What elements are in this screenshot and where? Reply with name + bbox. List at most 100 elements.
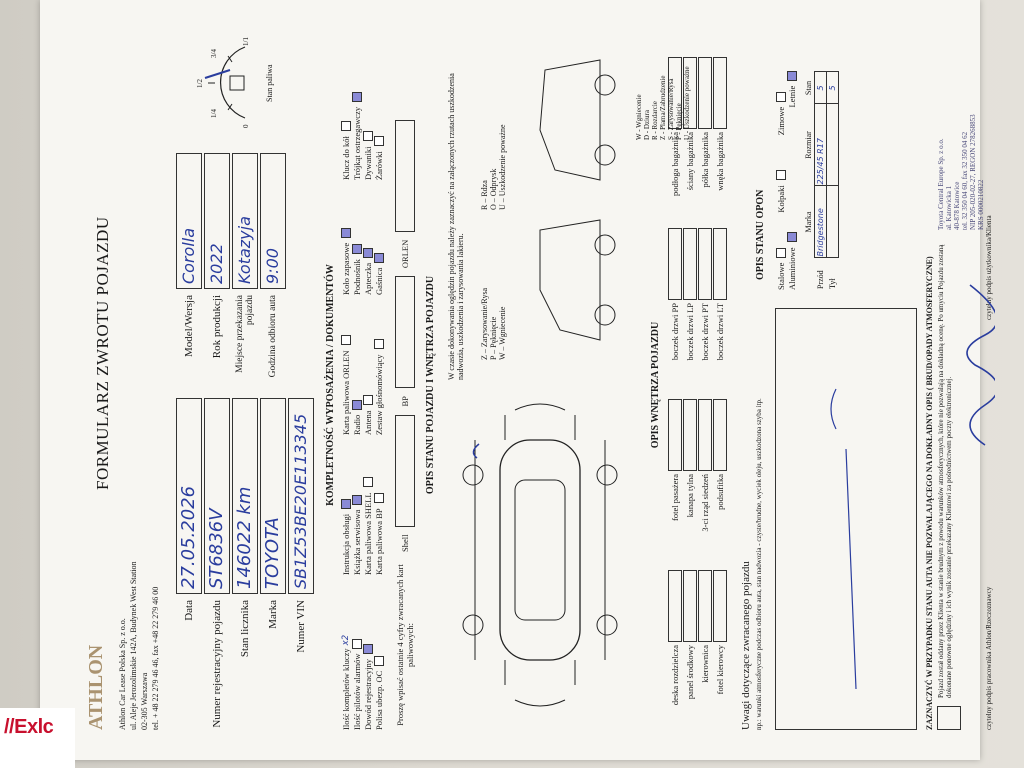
steel-checkbox[interactable]: [775, 247, 786, 258]
condition-note: W czasie dokonywania oględzin pojazdu na…: [447, 73, 465, 380]
bp-card-checkbox[interactable]: [373, 493, 384, 504]
extinguisher-checkbox[interactable]: [373, 252, 384, 263]
weather-checkbox[interactable]: [937, 706, 961, 730]
steering-wheel-box[interactable]: [697, 570, 712, 642]
trunk-recess-box[interactable]: [712, 57, 727, 129]
triangle-checkbox[interactable]: [351, 91, 362, 102]
stamp-line-2: al. Katowicka 1: [945, 185, 953, 230]
place-field[interactable]: Kotazyja: [232, 153, 258, 289]
jack-checkbox[interactable]: [351, 244, 362, 255]
table-row: Przód Bridgestone 225/45 R17 5: [814, 72, 827, 290]
registration-field[interactable]: ST6836V: [204, 398, 230, 594]
orlen-digits[interactable]: [395, 119, 415, 232]
center-panel-box[interactable]: [682, 570, 697, 642]
rear-brand-cell[interactable]: [826, 186, 839, 258]
shell-card-checkbox[interactable]: [362, 477, 373, 488]
door-fl-box[interactable]: [682, 228, 697, 300]
interior-col-1: deska rozdzielcza panel środkowy kierown…: [667, 565, 727, 730]
bulbs-label: Żarówki: [373, 151, 384, 180]
watermark-logo-box: [0, 708, 75, 768]
hubcaps-checkbox[interactable]: [775, 170, 786, 181]
trunk-floor-label: podłoga bagażnika: [669, 132, 680, 196]
service-book-label: Książka serwisowa: [351, 509, 362, 575]
rear-state-cell[interactable]: 5: [826, 72, 839, 104]
service-book-checkbox[interactable]: [351, 494, 362, 505]
dashboard-box[interactable]: [667, 570, 682, 642]
remarks-box[interactable]: [775, 308, 917, 730]
legend2-stain: Z - Plama/Zabrudzenie: [659, 75, 667, 140]
company-city: 02-305 Warszawa: [140, 672, 149, 730]
radio-checkbox[interactable]: [351, 399, 362, 410]
front-brand-cell[interactable]: Bridgestone: [814, 186, 827, 258]
legend2-tear: R - Rozdarcie: [651, 101, 659, 140]
door-rl-box[interactable]: [712, 228, 727, 300]
passenger-seat-box[interactable]: [667, 399, 682, 471]
door-rr-box[interactable]: [697, 228, 712, 300]
orlen-card-checkbox[interactable]: [340, 335, 351, 346]
car-top-view: [445, 390, 635, 720]
rear-bench-box[interactable]: [682, 399, 697, 471]
legend-rust: R – Rdza: [480, 180, 489, 210]
vin-field[interactable]: SB1Z53BE20E113345: [288, 398, 314, 594]
mileage-field[interactable]: 146022 km: [232, 398, 258, 594]
vin-label: Numer VIN: [295, 600, 307, 653]
bulbs-checkbox[interactable]: [373, 136, 384, 147]
summer-checkbox[interactable]: [786, 70, 797, 81]
trunk-shelf-box[interactable]: [697, 57, 712, 129]
alarm-remotes-checkbox[interactable]: [351, 638, 362, 649]
legend2-dent: W - Wgniecenie: [635, 94, 643, 140]
registration-label: Numer rejestracyjny pojazdu: [211, 600, 223, 728]
fuel-gauge: 0 1/4 1/2 3/4 1/1 Stan paliwa: [170, 35, 280, 130]
wheel-key-checkbox[interactable]: [340, 121, 351, 132]
tires-header-brand: Marka: [804, 211, 813, 233]
make-field[interactable]: TOYOTA: [260, 398, 286, 594]
headliner-box[interactable]: [712, 399, 727, 471]
manual-checkbox[interactable]: [340, 498, 351, 509]
alloy-checkbox[interactable]: [786, 232, 797, 243]
tires-section: Stalowe Kołpaki Zimowe Aluminiowe Letnie…: [775, 40, 839, 290]
document-page: ATHLON FORMULARZ ZWROTU POJAZDU Athlon C…: [40, 0, 995, 760]
front-state-cell[interactable]: 5: [814, 72, 827, 104]
company-name: Athlon Car Lease Polska Sp. z o.o.: [118, 618, 127, 730]
driver-seat-box[interactable]: [712, 570, 727, 642]
trunk-recess-label: wnęka bagażnika: [714, 132, 725, 191]
equipment-section: KOMPLETNOŚĆ WYPOSAŻENIA / DOKUMENTÓW Ilo…: [325, 40, 384, 730]
date-field[interactable]: 27.05.2026: [176, 398, 202, 594]
shell-digits[interactable]: [395, 414, 415, 527]
first-aid-checkbox[interactable]: [362, 247, 373, 258]
door-fr-box[interactable]: [667, 228, 682, 300]
mats-checkbox[interactable]: [362, 131, 373, 142]
bp-digits[interactable]: [395, 276, 415, 389]
handsfree-checkbox[interactable]: [373, 339, 384, 350]
stamp-line-4: tel. 32 350 04 60, fax 32 350 04 62: [961, 131, 969, 230]
spare-wheel-checkbox[interactable]: [340, 227, 351, 238]
front-size-cell[interactable]: 225/45 R17: [814, 104, 827, 186]
legend-dent: W – Wgniecenie: [498, 306, 507, 360]
tires-row-rear: Tył: [828, 278, 837, 289]
interior-col-3: boczek drzwi PP boczek drzwi LP boczek d…: [667, 223, 727, 388]
third-row-box[interactable]: [697, 399, 712, 471]
time-field[interactable]: 9:00: [260, 153, 286, 289]
equipment-col-4: Koło zapasowe Podnośnik Apteczka Gaśnica: [340, 190, 384, 295]
equipment-col-2: Instrukcja obsługi Książka serwisowa Kar…: [340, 445, 384, 575]
insurance-checkbox[interactable]: [373, 655, 384, 666]
orlen-card-label: Karta paliwowa ORLEN: [340, 350, 351, 435]
third-row-label: 3-ci rząd siedzeń: [699, 474, 710, 532]
car-side-icon: [539, 59, 616, 341]
year-field[interactable]: 2022: [204, 153, 230, 289]
mileage-label: Stan licznika: [239, 600, 251, 658]
winter-checkbox[interactable]: [775, 91, 786, 102]
keys-value[interactable]: x2: [340, 634, 351, 646]
door-fl-label: boczek drzwi LP: [684, 303, 695, 361]
rear-size-cell[interactable]: [826, 104, 839, 186]
time-label: Godzina odbioru auta: [268, 295, 278, 378]
model-field[interactable]: Corolla: [176, 153, 202, 289]
equipment-col-3: Karta paliwowa ORLEN Radio Antena Zestaw…: [340, 305, 384, 435]
legend2-scratch: S - Zarysowanie/Rysa: [667, 78, 675, 140]
keys-label: Ilość kompletów kluczy: [340, 648, 351, 730]
antenna-checkbox[interactable]: [362, 395, 373, 406]
shell-label: Shell: [400, 534, 410, 552]
company-street: ul. Aleje Jerozolimskie 142A, Budynek We…: [129, 561, 138, 730]
form-title: FORMULARZ ZWROTU POJAZDU: [93, 216, 112, 490]
registration-doc-checkbox[interactable]: [362, 643, 373, 654]
